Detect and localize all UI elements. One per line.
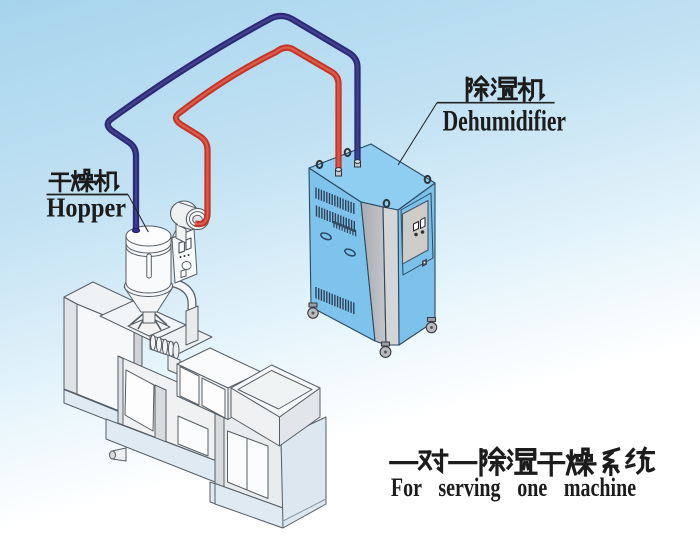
svg-text:Hopper: Hopper	[47, 193, 127, 223]
svg-text:Dehumidifier: Dehumidifier	[443, 104, 567, 138]
svg-text:For serving one machine: For serving one machine	[391, 474, 636, 503]
